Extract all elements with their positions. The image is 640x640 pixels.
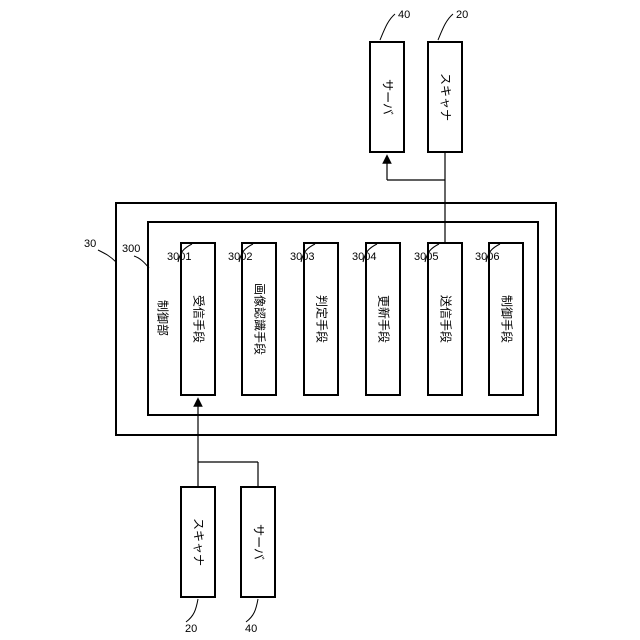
- control-unit-ref: 300: [122, 243, 140, 255]
- output-scanner: スキャナ: [428, 42, 462, 152]
- output-scanner-ref: 20: [456, 9, 468, 21]
- output-server-label: サーバ: [381, 79, 395, 115]
- control-unit-label: 制御部: [156, 300, 171, 336]
- input-scanner-leader: [186, 599, 198, 622]
- device-ref: 30: [84, 238, 96, 250]
- device-leader: [98, 250, 116, 262]
- output-server-ref: 40: [398, 9, 410, 21]
- input-server: サーバ: [241, 487, 275, 597]
- input-scanner-label: スキャナ: [192, 518, 206, 566]
- input-server-ref: 40: [245, 623, 257, 635]
- input-server-leader: [246, 599, 258, 622]
- output-server-leader: [380, 14, 395, 40]
- output-scanner-leader: [438, 14, 453, 40]
- input-scanner: スキャナ: [181, 487, 215, 597]
- input-scanner-ref: 20: [185, 623, 197, 635]
- svg-text:更新手段: 更新手段: [377, 295, 392, 343]
- input-server-label: サーバ: [252, 524, 266, 560]
- svg-text:受信手段: 受信手段: [192, 295, 207, 343]
- svg-text:送信手段: 送信手段: [439, 295, 454, 343]
- output-scanner-label: スキャナ: [439, 73, 453, 121]
- output-server: サーバ: [370, 42, 404, 152]
- svg-text:制御手段: 制御手段: [500, 295, 515, 343]
- svg-text:判定手段: 判定手段: [315, 295, 330, 343]
- svg-text:画像認識手段: 画像認識手段: [253, 283, 268, 355]
